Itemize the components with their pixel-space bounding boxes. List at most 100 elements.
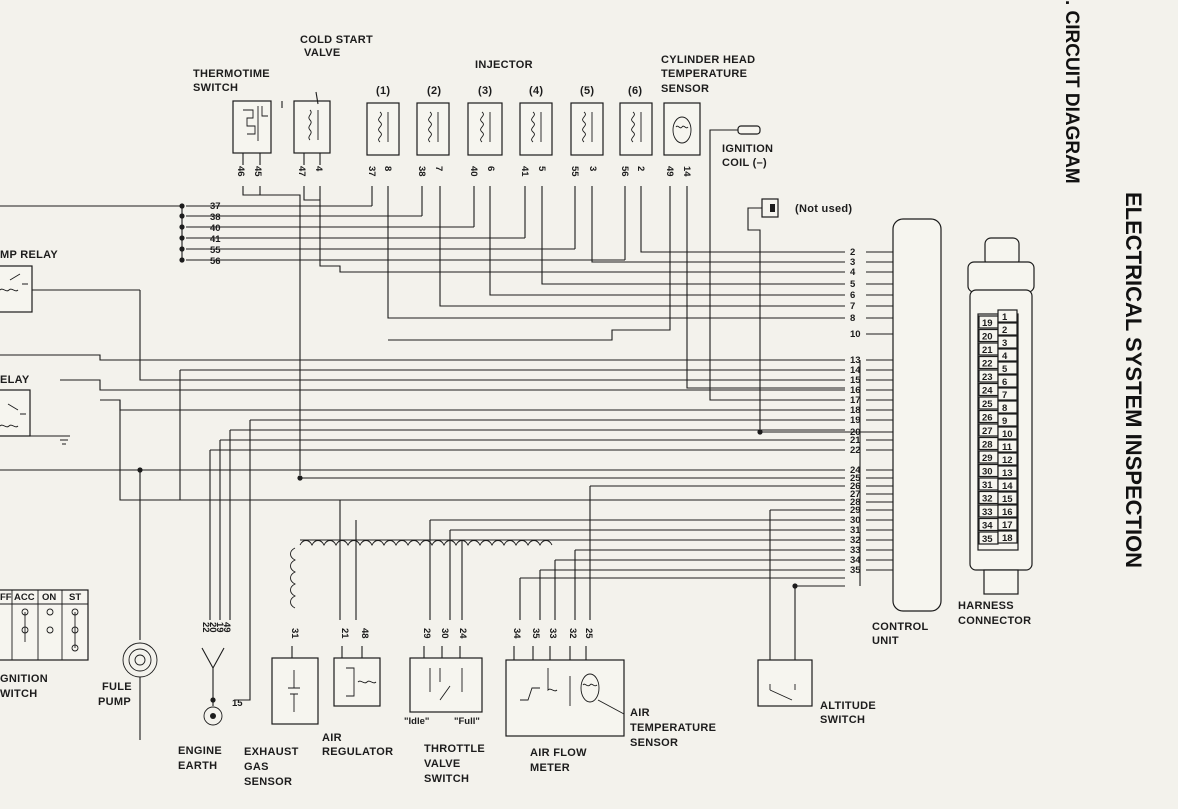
air-flow-label-2: METER: [530, 762, 570, 774]
not-used-label: (Not used): [795, 203, 852, 215]
pump-relay: [0, 265, 140, 313]
control-unit-pin-label: 5: [850, 279, 856, 290]
control-unit-pin-label: 29: [850, 505, 861, 516]
harness-pin-label: 5: [1002, 364, 1008, 375]
control-unit-pin-label: 32: [850, 535, 861, 546]
cold-start-valve-label-2: VALVE: [304, 47, 341, 59]
control-unit-pin-label: 13: [850, 355, 861, 366]
bus-label: 38: [210, 212, 221, 223]
cyl-head-label-2: TEMPERATURE: [661, 68, 747, 80]
pin-label: 2: [635, 166, 646, 171]
ignition-switch: [0, 589, 89, 661]
exhaust-label-2: GAS: [244, 761, 269, 773]
harness-pin-label: 11: [1002, 442, 1013, 453]
thermotime-label-1: THERMOTIME: [193, 68, 270, 80]
pin-label: 20: [207, 622, 218, 633]
ignition-switch-label-2: WITCH: [0, 688, 38, 700]
air-temp-label-3: SENSOR: [630, 737, 678, 749]
exhaust-label-1: EXHAUST: [244, 746, 299, 758]
harness-cell: [997, 309, 1018, 323]
injector-num-4: (4): [529, 85, 543, 97]
control-unit-pin-label: 2: [850, 247, 855, 258]
pin-label: 41: [519, 166, 530, 177]
control-unit-pin-label: 25: [850, 473, 861, 484]
cyl-head-label-3: SENSOR: [661, 83, 709, 95]
control-unit-pin-label: 6: [850, 290, 855, 301]
harness-pin-label: 23: [982, 372, 993, 383]
relay: [0, 389, 70, 445]
engine-earth-label-1: ENGINE: [178, 745, 222, 757]
pin-label: 34: [511, 628, 522, 639]
pin-label: 47: [296, 166, 307, 177]
control-unit-pin-label: 35: [850, 565, 861, 576]
harness-pin-label: 12: [1002, 455, 1013, 466]
full-label: "Full": [454, 716, 480, 727]
harness-pins: 1920212223242526272829303132333435123456…: [978, 309, 1018, 545]
bus-label: 37: [210, 201, 221, 212]
terminal-15: 15: [232, 698, 243, 709]
pin-label: 8: [382, 166, 393, 171]
control-unit-pin-label: 31: [850, 525, 861, 536]
harness-pin-label: 20: [982, 332, 993, 343]
injector-num-3: (3): [478, 85, 492, 97]
control-unit-pin-label: 27: [850, 489, 861, 500]
page-title: ELECTRICAL SYSTEM INSPECTION: [1121, 192, 1146, 568]
harness-cell: [997, 400, 1018, 414]
harness-pin-label: 31: [982, 480, 993, 491]
fuel-pump-label-2: PUMP: [98, 696, 131, 708]
page-subtitle: . CIRCUIT DIAGRAM: [1061, 0, 1082, 184]
harness-pin-label: 26: [982, 413, 993, 424]
pin-label: 6: [485, 166, 496, 171]
pin-label: 35: [530, 628, 541, 639]
control-unit-pin-label: 18: [850, 405, 861, 416]
harness-pin-label: 10: [1002, 429, 1013, 440]
cold-start-valve-label-1: COLD START: [300, 34, 373, 46]
control-unit-pin-label: 17: [850, 395, 861, 406]
harness-pin-label: 3: [1002, 338, 1007, 349]
control-unit-pin-label: 33: [850, 545, 861, 556]
fuel-pump-label-1: FULE: [102, 681, 132, 693]
ignition-coil-label-1: IGNITION: [722, 143, 773, 155]
control-unit-pin-label: 16: [850, 385, 861, 396]
altitude-label-2: SWITCH: [820, 714, 865, 726]
ign-pos-on: ON: [42, 592, 56, 603]
engine-earth-label-2: EARTH: [178, 760, 217, 772]
harness-cell: [997, 491, 1018, 505]
injector-num-1: (1): [376, 85, 390, 97]
harness-cell: [997, 530, 1018, 544]
harness-cell: [997, 335, 1018, 349]
air-temp-label-2: TEMPERATURE: [630, 722, 716, 734]
injector-num-6: (6): [628, 85, 642, 97]
air-flow-label-1: AIR FLOW: [530, 747, 587, 759]
harness-pin-label: 29: [982, 453, 993, 464]
harness-pin-label: 15: [1002, 494, 1013, 505]
control-unit-pin-label: 26: [850, 481, 861, 492]
pin-label: 7: [433, 166, 444, 171]
exhaust-label-3: SENSOR: [244, 776, 292, 788]
pin-label: 30: [439, 628, 450, 639]
bus-label: 41: [210, 234, 221, 245]
harness-cell: [997, 426, 1018, 440]
harness-pin-label: 16: [1002, 507, 1013, 518]
throttle-label-2: VALVE: [424, 758, 461, 770]
control-unit-pin-label: 4: [850, 267, 856, 278]
middle-wires: [0, 290, 861, 701]
control-unit-pin-label: 14: [850, 365, 861, 376]
bus-label: 55: [210, 245, 221, 256]
harness-cell: [997, 387, 1018, 401]
pin-label: 14: [681, 166, 692, 177]
control-unit-pin-label: 30: [850, 515, 861, 526]
control-unit-pin-label: 3: [850, 257, 855, 268]
control-unit-pin-label: 24: [850, 465, 861, 476]
fuel-pump: [122, 642, 158, 740]
pin-label: 3: [587, 166, 598, 171]
thermotime-switch: [232, 100, 283, 165]
harness-pin-label: 28: [982, 440, 993, 451]
ign-pos-acc: ACC: [14, 592, 35, 603]
harness-cell: [997, 361, 1018, 375]
control-unit-pin-label: 7: [850, 301, 855, 312]
pin-label: 45: [252, 166, 263, 177]
control-unit-label-2: UNIT: [872, 635, 899, 647]
air-flow-meter: [505, 659, 625, 737]
air-temp-label-1: AIR: [630, 707, 650, 719]
